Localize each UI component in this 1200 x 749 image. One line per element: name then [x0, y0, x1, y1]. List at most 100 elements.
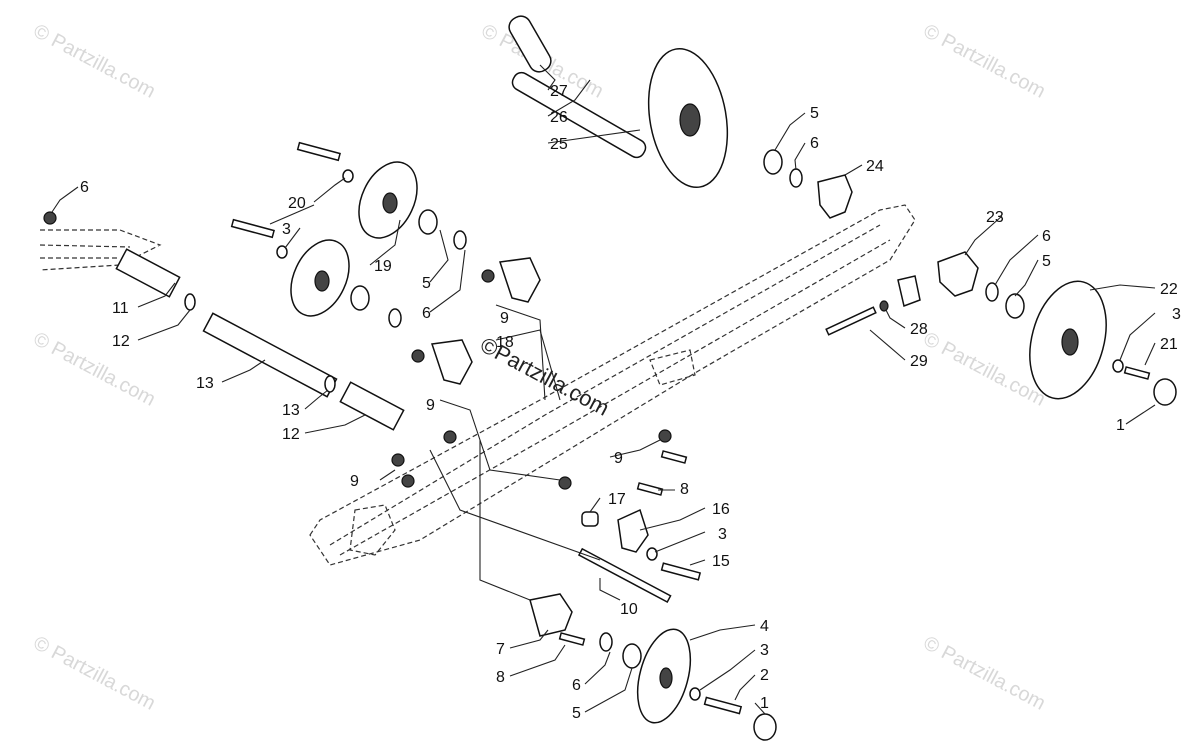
bolt-8-upper — [660, 450, 688, 464]
washer-28 — [879, 300, 889, 312]
nut-14 — [43, 211, 57, 225]
washer-12-right — [324, 375, 336, 393]
callout-9-upper: 9 — [500, 310, 509, 327]
sleeve-11-left — [115, 248, 181, 298]
callout-28: 28 — [910, 321, 928, 338]
adapter-23 — [937, 251, 979, 297]
callout-26: 26 — [550, 109, 568, 126]
bearing-5-lower — [622, 643, 642, 669]
callout-19: 19 — [374, 258, 392, 275]
upper-idler-assembly — [508, 15, 853, 219]
callout-3-upper-left: 3 — [282, 221, 291, 238]
callout-16: 16 — [712, 501, 730, 518]
upper-left-pulleys — [230, 141, 467, 328]
bracket-18-upper — [499, 257, 541, 303]
callout-6-top: 6 — [810, 135, 819, 152]
bracket-16 — [617, 508, 649, 553]
adapter-24 — [817, 174, 853, 219]
callout-25: 25 — [550, 136, 568, 153]
pulley-19-upper-hub — [382, 192, 398, 214]
callout-1-lower: 1 — [760, 695, 769, 712]
callout-6-right: 6 — [1042, 228, 1051, 245]
callout-5-lower: 5 — [572, 705, 581, 722]
callout-8-upper: 8 — [680, 481, 689, 498]
bolt-20-lower — [230, 218, 275, 239]
callout-6-upper-left: 6 — [422, 305, 431, 322]
ring-6-lower-left — [388, 308, 402, 328]
callout-22: 22 — [1160, 281, 1178, 298]
callout-29: 29 — [910, 353, 928, 370]
callout-5-upper-left: 5 — [422, 275, 431, 292]
callout-5-right: 5 — [1042, 253, 1051, 270]
cap-1-lower — [753, 713, 777, 741]
nut-9-c — [443, 430, 457, 444]
callout-1-right: 1 — [1116, 417, 1125, 434]
bolt-2 — [703, 696, 743, 715]
spacer-tube-27 — [508, 15, 552, 73]
cap-1-right — [1153, 378, 1177, 406]
ring-6-lower — [599, 632, 613, 652]
wheel-4-hub — [659, 667, 673, 689]
callout-13: 13 — [196, 375, 214, 392]
ring-6-top — [789, 168, 803, 188]
callout-9-mid: 9 — [426, 397, 435, 414]
bolt-21 — [1123, 366, 1151, 380]
callout-27: 27 — [550, 83, 568, 100]
ring-6-right — [985, 282, 999, 302]
bearing-5-right — [1005, 293, 1025, 319]
bolt-15 — [660, 562, 702, 581]
callout-7: 7 — [496, 641, 505, 658]
callout-3-lower: 3 — [760, 642, 769, 659]
callout-8-lower: 8 — [496, 669, 505, 686]
callout-11-right: 12 — [282, 426, 300, 443]
nut-9-a — [481, 269, 495, 283]
callout-23: 23 — [986, 209, 1004, 226]
callout-labels: 6 11 12 13 13 12 20 3 19 5 6 27 26 25 5 … — [80, 83, 1181, 722]
callout-2: 2 — [760, 667, 769, 684]
washer-3-mid — [646, 547, 658, 561]
nut-9-g — [558, 476, 572, 490]
callout-14: 6 — [80, 179, 89, 196]
callout-4: 4 — [760, 618, 769, 635]
idler-wheel-hub-25 — [679, 103, 701, 137]
bolt-20-upper — [296, 141, 341, 162]
ring-6-upper-left — [453, 230, 467, 250]
callout-15: 15 — [712, 553, 730, 570]
callout-6-lower: 6 — [572, 677, 581, 694]
callout-9-lower-right: 9 — [614, 450, 623, 467]
bolt-8-mid — [636, 482, 664, 496]
callout-3-mid: 3 — [718, 526, 727, 543]
spacer-17 — [581, 511, 599, 527]
callout-18: 18 — [496, 334, 514, 351]
wheel-22-hub — [1061, 328, 1079, 356]
callout-20: 20 — [288, 195, 306, 212]
callout-12-right: 13 — [282, 402, 300, 419]
washer-3-lower-wheel — [689, 687, 701, 701]
cross-shaft-assembly — [43, 211, 405, 431]
center-fasteners — [391, 257, 702, 604]
bearing-5-upper-left — [418, 209, 438, 235]
callout-9-lower-left: 9 — [350, 473, 359, 490]
axle-26 — [511, 71, 647, 159]
washer-3-lower — [276, 245, 288, 259]
callout-5-top: 5 — [810, 105, 819, 122]
bolt-10 — [577, 547, 672, 604]
pulley-19-lower-hub — [314, 270, 330, 292]
bracket-18-lower — [431, 339, 473, 385]
bearing-5-lower-left — [350, 285, 370, 311]
lower-wheel-assembly — [529, 593, 777, 741]
bracket-7 — [529, 593, 573, 637]
bearing-5-top — [763, 149, 783, 175]
bolt-8-lower — [558, 632, 586, 646]
rail-frame — [39, 204, 916, 566]
callout-21: 21 — [1160, 336, 1178, 353]
callout-17: 17 — [608, 491, 626, 508]
washer-3-upper — [342, 169, 354, 183]
nut-9-f — [658, 429, 672, 443]
nut-9-d — [391, 453, 405, 467]
leader-lines — [51, 64, 1156, 715]
nut-9-b — [411, 349, 425, 363]
sleeve-11-right — [339, 381, 405, 431]
right-wheel-assembly — [825, 251, 1177, 406]
